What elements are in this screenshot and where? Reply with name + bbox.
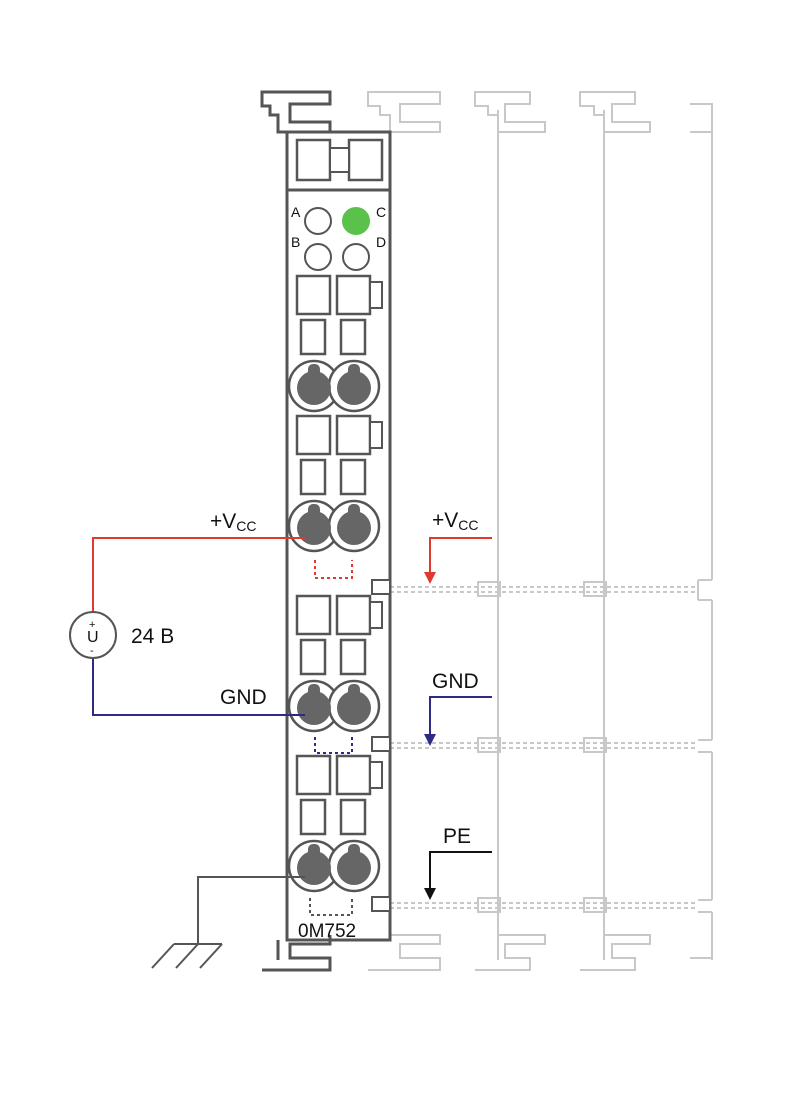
- wire-entry: [339, 798, 367, 836]
- wire-entry: [339, 638, 367, 676]
- bus-pe-label: PE: [443, 825, 471, 848]
- terminal-pushbutton[interactable]: [335, 754, 372, 796]
- clamp-screw-icon: [297, 851, 331, 885]
- clamp-lever: [348, 364, 360, 382]
- terminal-tab: [369, 281, 383, 309]
- clamp-screw-icon: [297, 371, 331, 405]
- terminal-tab: [369, 421, 383, 449]
- terminal-group: [287, 274, 383, 413]
- vcc-wire: [92, 537, 305, 612]
- clamp-screw-icon: [337, 691, 371, 725]
- led-label-c: C: [376, 204, 386, 220]
- status-leds: A B C D: [291, 204, 386, 271]
- clamp-screw-icon: [337, 511, 371, 545]
- pe-jumper: [309, 898, 353, 916]
- gnd-wire: [92, 658, 305, 716]
- led-a: [304, 207, 332, 235]
- clamp-screw-icon: [337, 371, 371, 405]
- terminal-group: [287, 414, 383, 553]
- clamp-lever: [308, 844, 320, 862]
- gnd-label: GND: [220, 686, 267, 709]
- clamp-lever: [308, 684, 320, 702]
- module-label: 0M752: [298, 921, 356, 942]
- led-label-d: D: [376, 234, 386, 250]
- adjacent-modules-outline: [367, 91, 713, 971]
- vcc-label: +VCC: [210, 510, 257, 534]
- led-label-a: A: [291, 204, 301, 220]
- clamp-lever: [348, 844, 360, 862]
- clamp-lever: [308, 504, 320, 522]
- module-body: [260, 90, 392, 972]
- bus-arrows: [424, 537, 492, 900]
- terminal-pushbutton[interactable]: [295, 754, 332, 796]
- clamp-screw-icon: [337, 851, 371, 885]
- terminal-pushbutton[interactable]: [295, 274, 332, 316]
- voltage-source-icon: + U -: [69, 611, 117, 659]
- wire-entry: [299, 638, 327, 676]
- svg-text:+: +: [89, 619, 95, 631]
- clamp-lever: [348, 504, 360, 522]
- terminal-pushbutton[interactable]: [295, 594, 332, 636]
- clamp-screw-icon: [297, 511, 331, 545]
- terminal-tab: [369, 601, 383, 629]
- pe-wire: [197, 876, 305, 944]
- terminal-pushbutton[interactable]: [335, 414, 372, 456]
- wire-entry: [339, 318, 367, 356]
- wiring: + U -: [69, 537, 353, 969]
- led-label-b: B: [291, 234, 300, 250]
- terminal-pushbutton[interactable]: [335, 594, 372, 636]
- terminal-group: [287, 594, 383, 733]
- wire-entry: [339, 458, 367, 496]
- source-voltage-label: 24 B: [131, 625, 174, 648]
- bus-vcc-label: +VCC: [432, 509, 479, 533]
- led-b: [304, 243, 332, 271]
- clamp-lever: [308, 364, 320, 382]
- vcc-jumper: [314, 560, 353, 579]
- clamp-lever: [348, 684, 360, 702]
- terminal-pushbutton[interactable]: [295, 414, 332, 456]
- wire-entry: [299, 458, 327, 496]
- gnd-jumper: [314, 737, 353, 754]
- svg-text:-: -: [90, 645, 94, 657]
- svg-text:U: U: [87, 629, 99, 646]
- terminal-group: [287, 754, 383, 893]
- wire-entry: [299, 318, 327, 356]
- led-c: [342, 207, 370, 235]
- terminal-groups: [287, 274, 383, 893]
- ground-icon: [151, 943, 223, 969]
- clamp-screw-icon: [297, 691, 331, 725]
- bus-gnd-label: GND: [432, 670, 479, 693]
- wire-entry: [299, 798, 327, 836]
- terminal-pushbutton[interactable]: [335, 274, 372, 316]
- terminal-tab: [369, 761, 383, 789]
- led-d: [342, 243, 370, 271]
